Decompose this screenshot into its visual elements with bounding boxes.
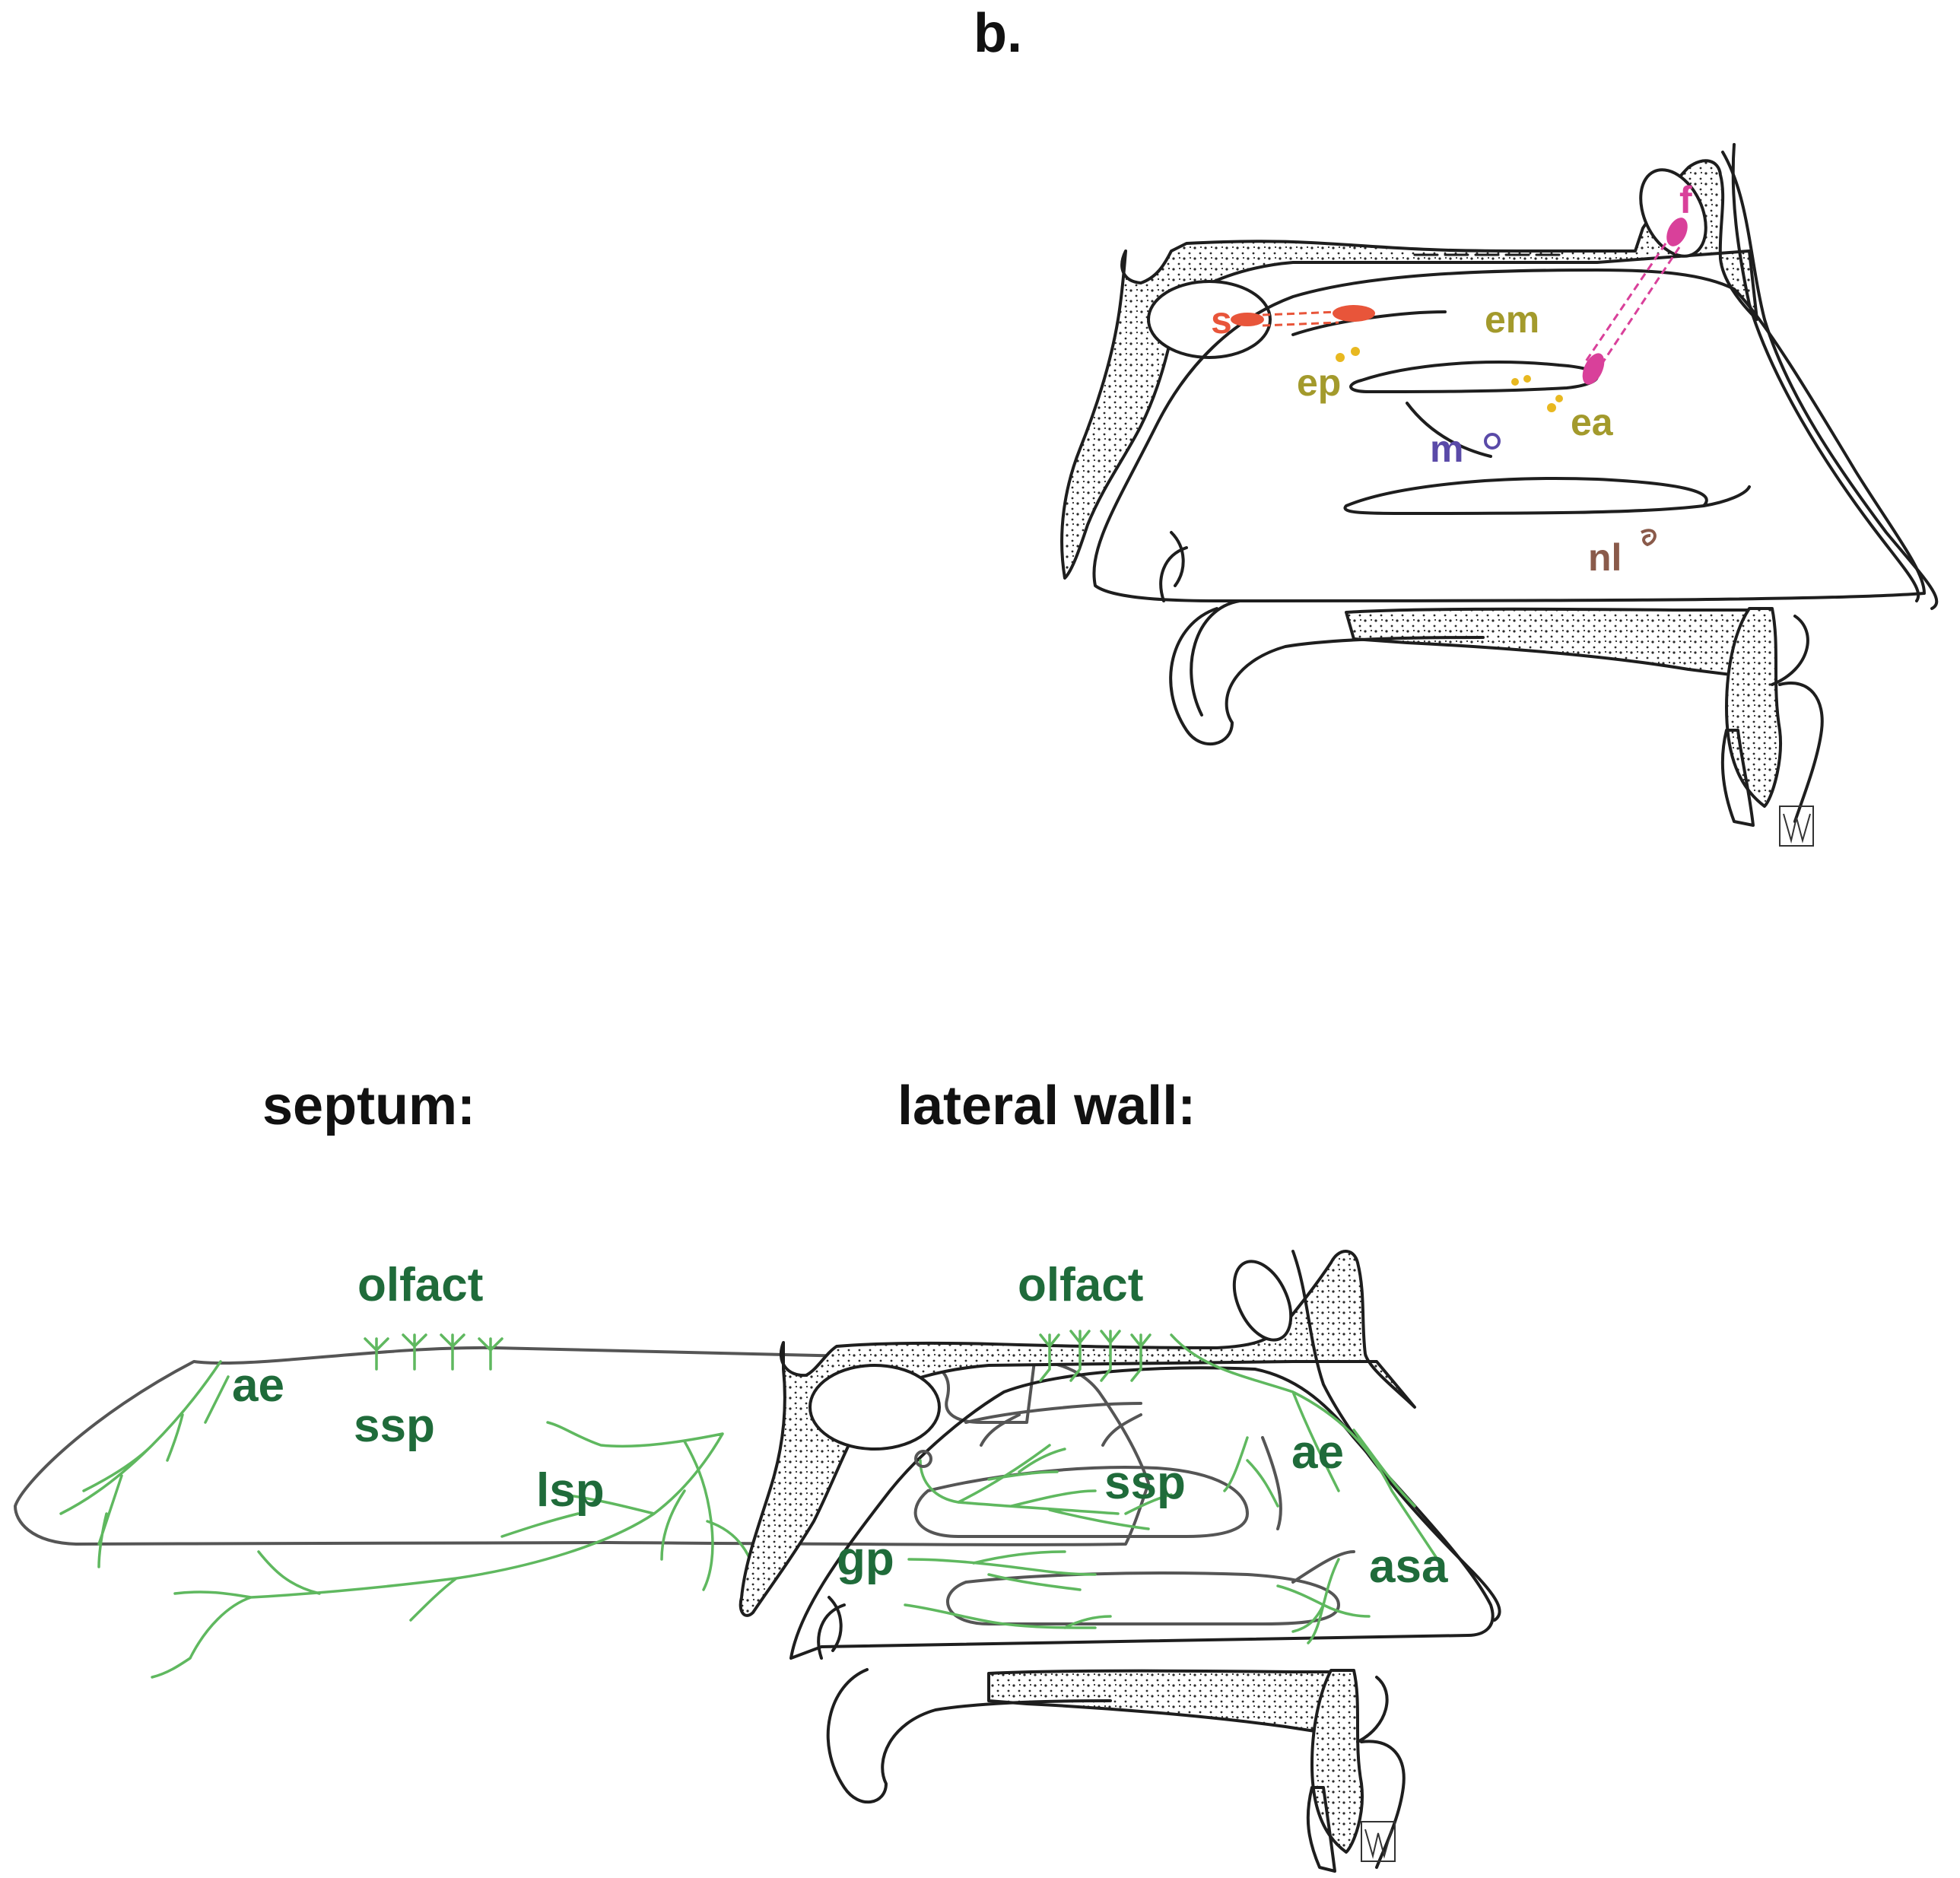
lw-label-olfact: olfact — [1018, 1259, 1143, 1311]
premaxilla — [1727, 609, 1781, 806]
septum-label-lsp: lsp — [536, 1464, 605, 1517]
septum-long-sphenopalatine-nerve — [152, 1422, 723, 1677]
lateral-wall-panel: lateral wall: — [741, 1076, 1500, 1871]
panel-b-skull-drawing — [1062, 145, 1936, 846]
sphenoid-ostium-dashes — [1263, 312, 1339, 326]
ea-dot-1 — [1547, 403, 1556, 412]
ea-dot-2 — [1555, 395, 1563, 402]
middle-turbinate — [1351, 362, 1597, 392]
septum-title: septum: — [262, 1076, 475, 1136]
lw-sphenoid-sinus — [810, 1365, 939, 1449]
hard-palate — [1346, 609, 1772, 677]
lw-label-gp: gp — [837, 1533, 894, 1585]
lw-label-asa: asa — [1369, 1540, 1448, 1593]
septum-panel: septum: olfact ae ssp lsp — [15, 1076, 1148, 1677]
label-s: s — [1211, 299, 1232, 342]
panel-b: b. — [974, 3, 1936, 846]
septum-nerves — [61, 1335, 753, 1677]
label-ea: ea — [1571, 401, 1614, 443]
lw-inferior-turbinate — [948, 1573, 1339, 1624]
septum-label-ae: ae — [232, 1359, 284, 1412]
lw-label-ssp: ssp — [1104, 1457, 1186, 1509]
septum-label-olfact: olfact — [357, 1259, 483, 1311]
inferior-meatus-line — [1704, 487, 1749, 506]
nasolacrimal-ostium-marker — [1641, 530, 1655, 545]
inferior-turbinate — [1345, 478, 1706, 513]
nasal-dorsum — [1723, 152, 1936, 609]
label-nl: nl — [1588, 536, 1622, 579]
ep-dot-2 — [1351, 347, 1360, 356]
label-em: em — [1485, 298, 1539, 341]
lw-artist-monogram — [1361, 1822, 1395, 1861]
sphenoid-ostium-marker — [1231, 313, 1264, 326]
label-m: m — [1430, 427, 1463, 470]
lw-lip — [1358, 1677, 1404, 1867]
label-ep: ep — [1297, 361, 1341, 404]
sphenoid-ostium-marker-2 — [1333, 305, 1375, 322]
panel-b-title: b. — [974, 3, 1022, 64]
label-f: f — [1679, 179, 1692, 221]
septum-anterior-ethmoidal-branch — [205, 1377, 228, 1422]
artist-monogram — [1780, 806, 1813, 846]
maxillary-ostium-marker — [1485, 434, 1499, 448]
lw-anterior-superior-alveolar-nerve — [1278, 1559, 1369, 1643]
septum-lsp-nerve — [662, 1441, 753, 1590]
eustachian-tube-opening — [1161, 532, 1186, 601]
septum-label-ssp: ssp — [354, 1400, 435, 1452]
lw-nasolacrimal-line — [1293, 1552, 1354, 1582]
nasal-dorsum-inner — [1733, 145, 1918, 601]
em-dot-2 — [1523, 375, 1531, 383]
lw-eustachian-tube — [818, 1597, 844, 1658]
em-dot-1 — [1511, 378, 1519, 386]
lw-label-ae: ae — [1291, 1426, 1344, 1479]
lw-premaxilla — [1312, 1670, 1362, 1852]
lw-greater-palatine-nerve — [905, 1552, 1110, 1628]
lateral-wall-title: lateral wall: — [897, 1076, 1196, 1136]
